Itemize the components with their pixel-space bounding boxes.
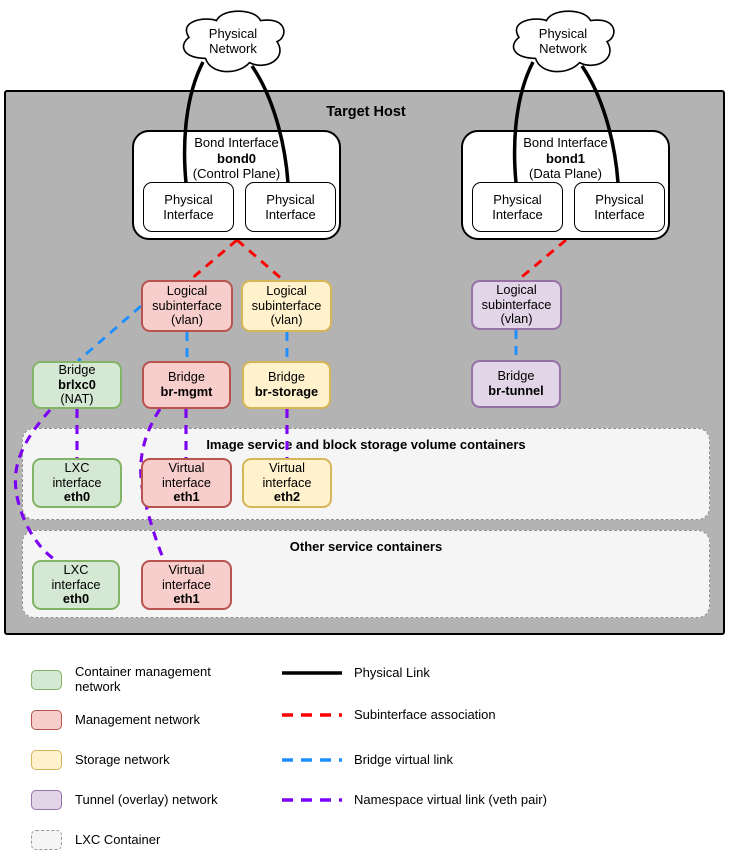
legend-label-storage: Storage network [75,752,170,767]
bond0-physical-interface-2: Physical Interface [245,182,336,232]
bridge-br-mgmt: Bridge br-mgmt [142,361,231,409]
bond1-plane: (Data Plane) [529,166,602,181]
legend-swatch-mgmt [31,710,62,730]
bond0-physical-interface-1: Physical Interface [143,182,234,232]
bond1-kind: Bond Interface [523,135,608,150]
subinterface-storage: Logical subinterface (vlan) [241,280,332,332]
target-host-title: Target Host [326,104,406,120]
c1-virtual-interface-eth2: Virtual interface eth2 [242,458,332,508]
subinterface-tunnel: Logical subinterface (vlan) [471,280,562,330]
c1-virtual-interface-eth1: Virtual interface eth1 [141,458,232,508]
bridge-brlxc0: Bridge brlxc0 (NAT) [32,361,122,409]
legend-label-mgmt: Management network [75,712,201,727]
legend-label-bridge-virtual-link: Bridge virtual link [354,752,453,767]
legend-label-physical-link: Physical Link [354,665,430,680]
bond1-name: bond1 [546,150,585,166]
legend-swatch-storage [31,750,62,770]
bond0-name: bond0 [217,150,256,166]
cloud-label-right: Physical Network [538,26,588,56]
legend-label-tunnel: Tunnel (overlay) network [75,792,218,807]
legend-label-namespace-virtual-link: Namespace virtual link (veth pair) [354,792,547,807]
c1-lxc-interface-eth0: LXC interface eth0 [32,458,122,508]
bond0-plane: (Control Plane) [192,166,281,181]
container-group-title: Image service and block storage volume c… [206,437,526,452]
bond0-header: Bond Interface bond0 (Control Plane) [134,135,339,182]
bond1-header: Bond Interface bond1 (Data Plane) [463,135,668,182]
bond0-box: Bond Interface bond0 (Control Plane) Phy… [132,130,341,240]
legend-label-container-mgmt: Container management network [75,664,211,694]
container-group-other-services: Other service containers [22,530,710,618]
legend-label-subinterface-association: Subinterface association [354,707,496,722]
legend-swatch-lxc-container [31,830,62,850]
subinterface-mgmt: Logical subinterface (vlan) [141,280,233,332]
legend-label-lxc-container: LXC Container [75,832,161,847]
bond1-physical-interface-1: Physical Interface [472,182,563,232]
bridge-br-tunnel: Bridge br-tunnel [471,360,561,408]
container-group-image-service: Image service and block storage volume c… [22,428,710,520]
bond0-kind: Bond Interface [194,135,279,150]
bond1-box: Bond Interface bond1 (Data Plane) Physic… [461,130,670,240]
bond1-physical-interface-2: Physical Interface [574,182,665,232]
c2-virtual-interface-eth1: Virtual interface eth1 [141,560,232,610]
container-group-title: Other service containers [289,539,443,554]
legend-swatch-tunnel [31,790,62,810]
cloud-label-left: Physical Network [208,26,258,56]
c2-lxc-interface-eth0: LXC interface eth0 [32,560,120,610]
legend-swatch-container-mgmt [31,670,62,690]
bridge-br-storage: Bridge br-storage [242,361,331,409]
